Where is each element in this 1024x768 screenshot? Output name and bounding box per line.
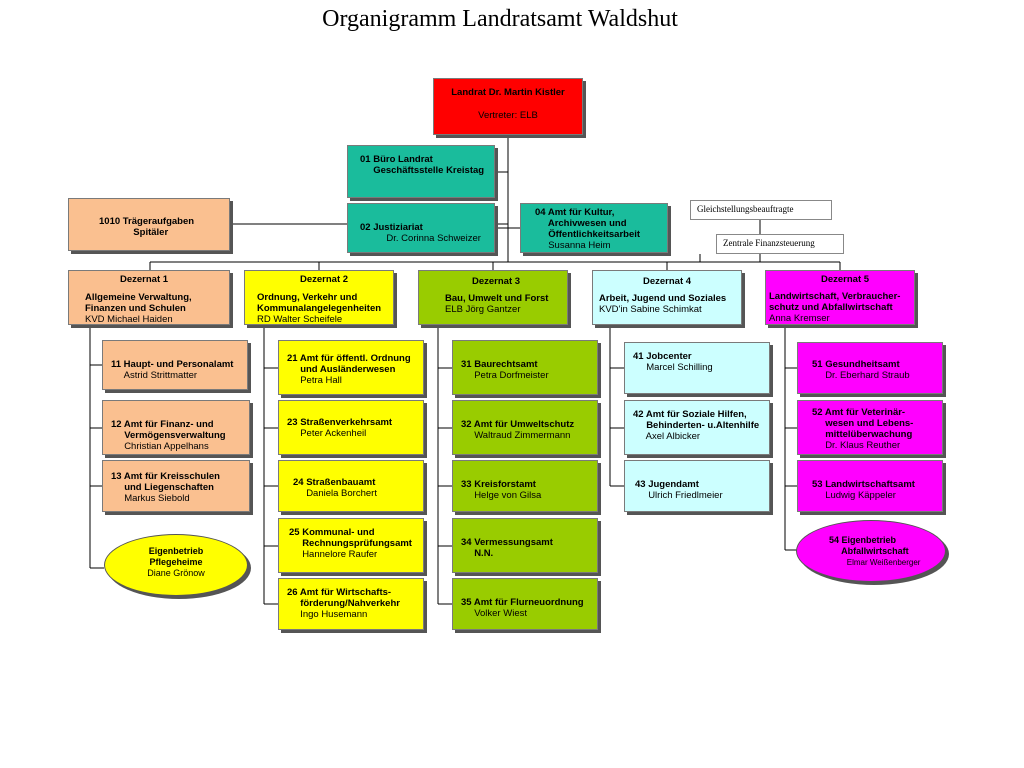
dezernat-1-head: Dezernat 1 bbox=[120, 274, 169, 285]
amt-12-title: 12 Amt für Finanz- und Vermögensverwaltu… bbox=[111, 419, 226, 441]
amt-32-title: 32 Amt für Umweltschutz bbox=[461, 419, 575, 430]
dezernat-4-box: Dezernat 4 Arbeit, Jugend und Soziales K… bbox=[592, 270, 742, 325]
dezernat-5-head: Dezernat 5 bbox=[821, 274, 870, 285]
eigenbetrieb-abfallwirtschaft: 54 Eigenbetrieb Abfallwirtschaft Elmar W… bbox=[796, 520, 946, 582]
amt-11-box: 11 Haupt- und Personalamt Astrid Strittm… bbox=[102, 340, 248, 390]
amt-11-title: 11 Haupt- und Personalamt bbox=[111, 359, 234, 370]
justiziariat-person: Dr. Corinna Schweizer bbox=[360, 233, 481, 244]
amt-41-title: 41 Jobcenter bbox=[633, 351, 692, 362]
amt-43-title: 43 Jugendamt bbox=[635, 479, 699, 490]
landrat-box: Landrat Dr. Martin Kistler Vertreter: EL… bbox=[433, 78, 583, 135]
dezernat-2-head: Dezernat 2 bbox=[300, 274, 349, 285]
amt-31-title: 31 Baurechtsamt bbox=[461, 359, 538, 370]
dezernat-1-body: Allgemeine Verwaltung, Finanzen und Schu… bbox=[85, 292, 192, 314]
amt-42-box: 42 Amt für Soziale Hilfen, Behinderten- … bbox=[624, 400, 770, 455]
traegeraufgaben-box: 1010 Trägeraufgaben Spitäler bbox=[68, 198, 230, 251]
amt-12-person: Christian Appelhans bbox=[111, 441, 209, 452]
dezernat-5-box: Dezernat 5 Landwirtschaft, Verbraucher- … bbox=[765, 270, 915, 325]
dezernat-3-body: Bau, Umwelt und Forst bbox=[445, 293, 549, 304]
amt-53-person: Ludwig Käppeler bbox=[812, 490, 896, 501]
amt-53-box: 53 Landwirtschaftsamt Ludwig Käppeler bbox=[797, 460, 943, 512]
amt-21-title: 21 Amt für öffentl. Ordnung und Auslände… bbox=[287, 353, 411, 375]
amt-32-person: Waltraud Zimmermann bbox=[461, 430, 571, 441]
amt-26-box: 26 Amt für Wirtschafts- förderung/Nahver… bbox=[278, 578, 424, 630]
eigenbetrieb-pflegeheime: Eigenbetrieb Pflegeheime Diane Grönow bbox=[104, 534, 248, 596]
dezernat-3-head: Dezernat 3 bbox=[472, 276, 521, 287]
amt-35-person: Volker Wiest bbox=[461, 608, 527, 619]
amt-43-box: 43 Jugendamt Ulrich Friedlmeier bbox=[624, 460, 770, 512]
landrat-deputy: Vertreter: ELB bbox=[478, 110, 538, 121]
dezernat-2-person: RD Walter Scheifele bbox=[257, 314, 343, 325]
amt-24-person: Daniela Borchert bbox=[293, 488, 377, 499]
amt-51-box: 51 Gesundheitsamt Dr. Eberhard Straub bbox=[797, 342, 943, 394]
amt-13-box: 13 Amt für Kreisschulen und Liegenschaft… bbox=[102, 460, 250, 512]
amt-42-person: Axel Albicker bbox=[633, 431, 701, 442]
amt-21-box: 21 Amt für öffentl. Ordnung und Auslände… bbox=[278, 340, 424, 395]
amt-25-person: Hannelore Raufer bbox=[289, 549, 378, 560]
amt-13-title: 13 Amt für Kreisschulen und Liegenschaft… bbox=[111, 471, 220, 493]
eigenbetrieb-pflegeheime-title: Eigenbetrieb Pflegeheime bbox=[148, 546, 204, 567]
amt-23-title: 23 Straßenverkehrsamt bbox=[287, 417, 393, 428]
amt-31-box: 31 Baurechtsamt Petra Dorfmeister bbox=[452, 340, 598, 395]
amt-42-title: 42 Amt für Soziale Hilfen, Behinderten- … bbox=[633, 409, 760, 431]
amt-25-box: 25 Kommunal- und Rechnungsprüfungsamt Ha… bbox=[278, 518, 424, 573]
eigenbetrieb-abfallwirtschaft-person: Elmar Weißenberger bbox=[829, 558, 921, 567]
amt-52-person: Dr. Klaus Reuther bbox=[812, 440, 901, 451]
amt-33-title: 33 Kreisforstamt bbox=[461, 479, 536, 490]
dezernat-1-box: Dezernat 1 Allgemeine Verwaltung, Finanz… bbox=[68, 270, 230, 325]
amt-33-person: Helge von Gilsa bbox=[461, 490, 542, 501]
finanzsteuerung-box: Zentrale Finanzsteuerung bbox=[716, 234, 844, 254]
amt-31-person: Petra Dorfmeister bbox=[461, 370, 549, 381]
amt-51-person: Dr. Eberhard Straub bbox=[812, 370, 910, 381]
gleichstellung-box: Gleichstellungsbeauftragte bbox=[690, 200, 832, 220]
eigenbetrieb-abfallwirtschaft-title: 54 Eigenbetrieb Abfallwirtschaft bbox=[829, 535, 909, 556]
amt-25-title: 25 Kommunal- und Rechnungsprüfungsamt bbox=[289, 527, 412, 549]
amt-26-title: 26 Amt für Wirtschafts- förderung/Nahver… bbox=[287, 587, 400, 609]
justiziariat-title: 02 Justiziariat bbox=[360, 222, 423, 233]
page-title: Organigramm Landratsamt Waldshut bbox=[322, 6, 678, 32]
amt-52-title: 52 Amt für Veterinär- wesen und Lebens- … bbox=[812, 407, 914, 440]
dezernat-2-body: Ordnung, Verkehr und Kommunalangelegenhe… bbox=[257, 292, 382, 314]
amt-11-person: Astrid Strittmatter bbox=[111, 370, 198, 381]
dezernat-1-person: KVD Michael Haiden bbox=[85, 314, 173, 325]
amt-53-title: 53 Landwirtschaftsamt bbox=[812, 479, 915, 490]
amt-21-person: Petra Hall bbox=[287, 375, 342, 386]
amt-35-title: 35 Amt für Flurneuordnung bbox=[461, 597, 584, 608]
amt-12-box: 12 Amt für Finanz- und Vermögensverwaltu… bbox=[102, 400, 250, 455]
kultur-amt-title: 04 Amt für Kultur, Archivwesen und Öffen… bbox=[535, 207, 641, 240]
amt-23-box: 23 Straßenverkehrsamt Peter Ackenheil bbox=[278, 400, 424, 455]
amt-34-title: 34 Vermessungsamt N.N. bbox=[461, 537, 553, 559]
traegeraufgaben-title: 1010 Trägeraufgaben Spitäler bbox=[99, 216, 195, 238]
amt-51-title: 51 Gesundheitsamt bbox=[812, 359, 900, 370]
dezernat-5-person: Anna Kremser bbox=[769, 313, 830, 324]
dezernat-3-box: Dezernat 3 Bau, Umwelt und Forst ELB Jör… bbox=[418, 270, 568, 325]
amt-35-box: 35 Amt für Flurneuordnung Volker Wiest bbox=[452, 578, 598, 630]
buero-landrat-title: 01 Büro Landrat Geschäftsstelle Kreistag bbox=[360, 154, 485, 176]
amt-24-box: 24 Straßenbauamt Daniela Borchert bbox=[278, 460, 424, 512]
amt-34-box: 34 Vermessungsamt N.N. bbox=[452, 518, 598, 573]
dezernat-4-head: Dezernat 4 bbox=[643, 276, 692, 287]
eigenbetrieb-pflegeheime-person: Diane Grönow bbox=[147, 568, 205, 578]
amt-26-person: Ingo Husemann bbox=[287, 609, 368, 620]
dezernat-3-person: ELB Jörg Gantzer bbox=[445, 304, 521, 315]
amt-41-person: Marcel Schilling bbox=[633, 362, 713, 373]
dezernat-4-body: Arbeit, Jugend und Soziales bbox=[599, 293, 727, 304]
landrat-title: Landrat Dr. Martin Kistler bbox=[451, 87, 565, 98]
amt-43-person: Ulrich Friedlmeier bbox=[635, 490, 723, 501]
justiziariat-box: 02 Justiziariat Dr. Corinna Schweizer bbox=[347, 203, 495, 253]
amt-41-box: 41 Jobcenter Marcel Schilling bbox=[624, 342, 770, 394]
buero-landrat-box: 01 Büro Landrat Geschäftsstelle Kreistag bbox=[347, 145, 495, 198]
dezernat-2-box: Dezernat 2 Ordnung, Verkehr und Kommunal… bbox=[244, 270, 394, 325]
amt-23-person: Peter Ackenheil bbox=[287, 428, 367, 439]
amt-13-person: Markus Siebold bbox=[111, 493, 190, 504]
dezernat-4-person: KVD'in Sabine Schimkat bbox=[599, 304, 702, 315]
kultur-amt-person: Susanna Heim bbox=[535, 240, 611, 251]
amt-24-title: 24 Straßenbauamt bbox=[293, 477, 376, 488]
amt-32-box: 32 Amt für Umweltschutz Waltraud Zimmerm… bbox=[452, 400, 598, 455]
dezernat-5-body: Landwirtschaft, Verbraucher- schutz und … bbox=[769, 291, 901, 313]
amt-52-box: 52 Amt für Veterinär- wesen und Lebens- … bbox=[797, 400, 943, 455]
amt-33-box: 33 Kreisforstamt Helge von Gilsa bbox=[452, 460, 598, 512]
kultur-amt-box: 04 Amt für Kultur, Archivwesen und Öffen… bbox=[520, 203, 668, 253]
